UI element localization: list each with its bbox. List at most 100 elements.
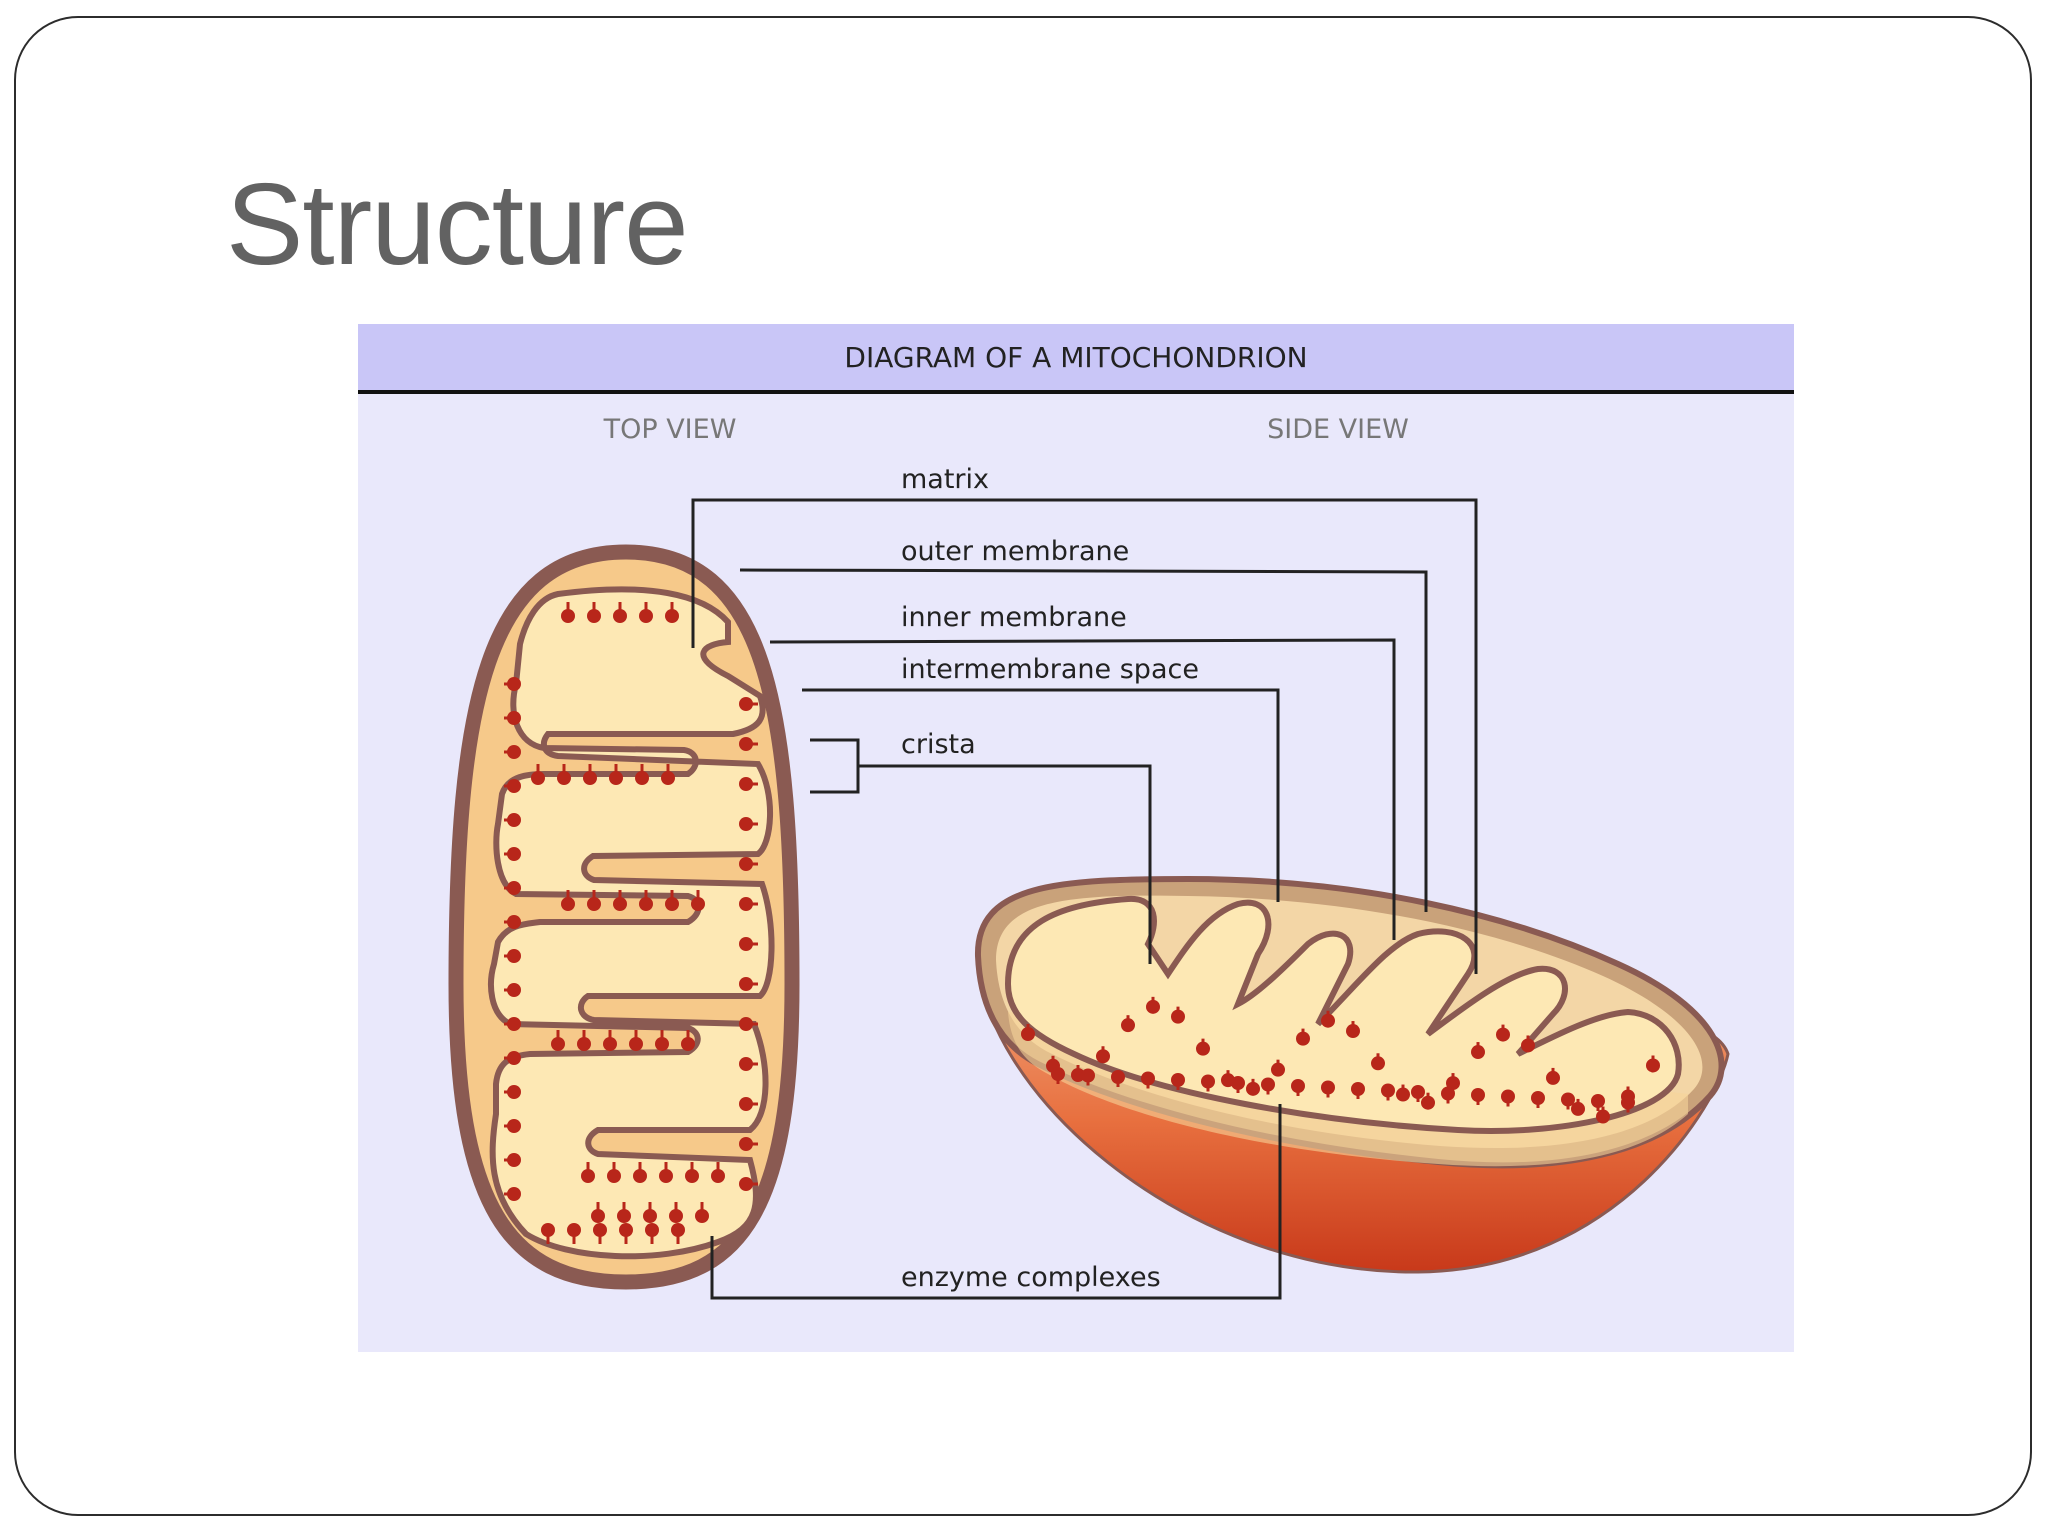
enzyme-complex [1496, 1027, 1510, 1042]
enzyme-complex [507, 847, 521, 861]
enzyme-complex [1396, 1087, 1410, 1102]
enzyme-complex [711, 1169, 725, 1183]
enzyme-complex [739, 777, 753, 791]
enzyme-complex [739, 1097, 753, 1111]
enzyme-complexes-leader [710, 1104, 1282, 1300]
enzyme-complex [681, 1037, 695, 1051]
enzyme-complex [1096, 1049, 1110, 1064]
enzyme-complex [507, 915, 521, 929]
enzyme-complex [1441, 1086, 1455, 1101]
inner-membrane-leader [769, 638, 1396, 940]
enzyme-complex [507, 1017, 521, 1031]
enzyme-complex [607, 1169, 621, 1183]
enzyme-complex [583, 771, 597, 785]
enzyme-complex [639, 897, 653, 911]
enzyme-complex [739, 737, 753, 751]
enzyme-complex [739, 817, 753, 831]
enzyme-complex [1141, 1071, 1155, 1086]
enzyme-complex [1246, 1081, 1260, 1096]
enzyme-complex [1321, 1080, 1335, 1095]
enzyme-complex [1446, 1076, 1460, 1091]
mitochondrion-diagram: DIAGRAM OF A MITOCHONDRION TOP VIEW SIDE… [358, 324, 1794, 1352]
label-crista: crista [901, 729, 976, 760]
enzyme-complex [507, 1153, 521, 1167]
enzyme-complex [1571, 1101, 1585, 1116]
side-view-label: SIDE VIEW [1267, 414, 1409, 445]
enzyme-complex [507, 983, 521, 997]
enzyme-complex [635, 771, 649, 785]
enzyme-complex [655, 1037, 669, 1051]
enzyme-complex [1646, 1058, 1660, 1073]
enzyme-complex [507, 711, 521, 725]
enzyme-complex [593, 1223, 607, 1237]
enzyme-complex [1021, 1027, 1035, 1041]
enzyme-complex [1321, 1013, 1335, 1028]
crista-leader [858, 764, 1152, 964]
enzyme-complex [617, 1209, 631, 1223]
enzyme-complex [1171, 1009, 1185, 1024]
enzyme-complex [1521, 1038, 1535, 1053]
enzyme-complex [507, 1187, 521, 1201]
diagram-header-band [358, 324, 1794, 390]
enzyme-complex [1351, 1082, 1365, 1096]
enzyme-complex [1421, 1095, 1435, 1110]
enzyme-complex [739, 1057, 753, 1071]
enzyme-complex [1471, 1088, 1485, 1102]
enzyme-complex [695, 1209, 709, 1223]
enzyme-complex [661, 771, 675, 785]
enzyme-complex [587, 609, 601, 623]
enzyme-complex [561, 609, 575, 623]
enzyme-complex [507, 1051, 521, 1065]
enzyme-complex [581, 1169, 595, 1183]
enzyme-complex [1231, 1076, 1245, 1090]
enzyme-complex [1071, 1068, 1085, 1083]
enzyme-complex [685, 1169, 699, 1183]
enzyme-complex [587, 897, 601, 911]
slide-title: Structure [226, 159, 689, 289]
enzyme-complex [659, 1169, 673, 1183]
enzyme-complex [507, 813, 521, 827]
enzyme-complex [507, 779, 521, 793]
enzyme-complex [665, 609, 679, 623]
enzyme-complex [1591, 1094, 1605, 1108]
enzyme-complex [507, 677, 521, 691]
label-intermembrane-space: intermembrane space [901, 654, 1199, 685]
enzyme-complex [1546, 1070, 1560, 1085]
label-matrix: matrix [901, 464, 989, 495]
top-view-mitochondrion [448, 544, 800, 1290]
enzyme-complex [1561, 1092, 1575, 1107]
enzyme-complex [1531, 1091, 1545, 1105]
enzyme-complex [1346, 1024, 1360, 1039]
enzyme-complex [639, 609, 653, 623]
enzyme-complex [1621, 1095, 1635, 1110]
side-view-mitochondrion [974, 875, 1730, 1274]
enzyme-complex [531, 771, 545, 785]
enzyme-complex [633, 1169, 647, 1183]
enzyme-complex [739, 1017, 753, 1031]
enzyme-complex [613, 897, 627, 911]
enzyme-complex [507, 1119, 521, 1133]
label-inner-membrane: inner membrane [901, 602, 1127, 633]
diagram-title: DIAGRAM OF A MITOCHONDRION [844, 341, 1307, 374]
enzyme-complex [645, 1223, 659, 1237]
enzyme-complex [739, 897, 753, 911]
enzyme-complex [1271, 1062, 1285, 1077]
enzyme-complex [603, 1037, 617, 1051]
enzyme-complex [739, 1137, 753, 1151]
enzyme-complex [1291, 1079, 1305, 1093]
top-view-enzyme-complexes [504, 602, 758, 1244]
enzyme-complex [577, 1037, 591, 1051]
enzyme-complex [507, 1085, 521, 1099]
enzyme-complex [1051, 1067, 1065, 1081]
enzyme-complex [1111, 1070, 1125, 1084]
enzyme-complex [1411, 1085, 1425, 1099]
label-enzyme-complexes: enzyme complexes [901, 1262, 1161, 1293]
enzyme-complex [739, 857, 753, 871]
top-view-label: TOP VIEW [603, 414, 737, 445]
enzyme-complex [507, 949, 521, 963]
enzyme-complex [567, 1223, 581, 1237]
enzyme-complex [643, 1209, 657, 1223]
enzyme-complex [557, 771, 571, 785]
side-view-enzyme-complexes [1021, 996, 1660, 1124]
enzyme-complex [1121, 1018, 1135, 1033]
